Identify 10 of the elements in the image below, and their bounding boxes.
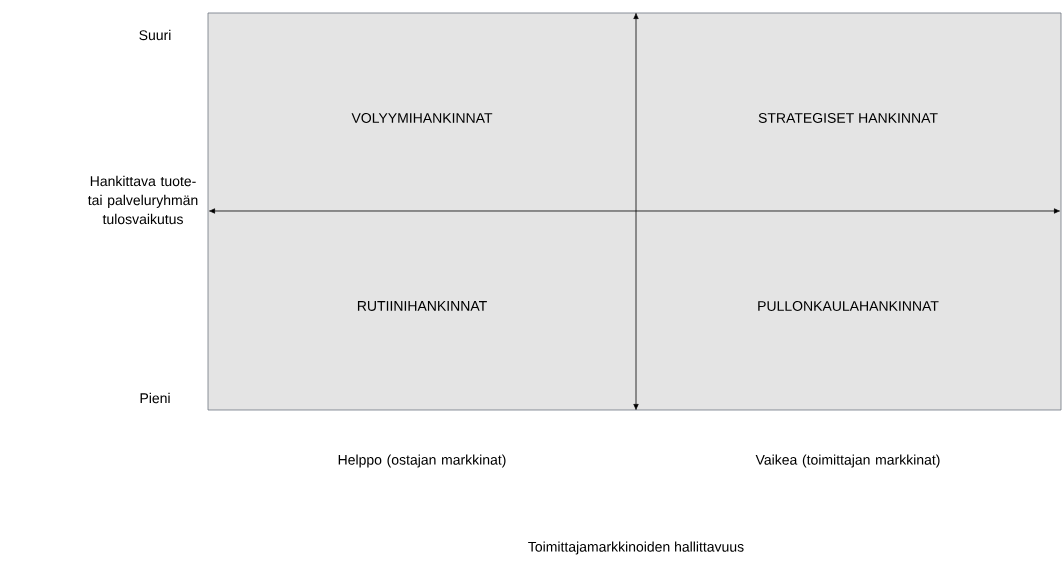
axis-label: Pieni — [140, 392, 170, 404]
axis-label: Helppo (ostajan markkinat) — [338, 454, 506, 468]
axis-label: Suuri — [139, 29, 171, 41]
quadrant-label: VOLYYMIHANKINNAT — [351, 113, 493, 123]
axis-label: Vaikea (toimittajan markkinat) — [755, 454, 940, 468]
quadrant-label: RUTIINIHANKINNAT — [357, 301, 487, 311]
axis-title: Toimittajamarkkinoiden hallittavuus — [528, 541, 744, 555]
quadrant-label: PULLONKAULAHANKINNAT — [758, 301, 939, 311]
axis-title: Hankittava tuote- tai palveluryhmän tulosvaikutus — [88, 175, 198, 225]
quadrant-label: STRATEGISET HANKINNAT — [758, 113, 938, 123]
